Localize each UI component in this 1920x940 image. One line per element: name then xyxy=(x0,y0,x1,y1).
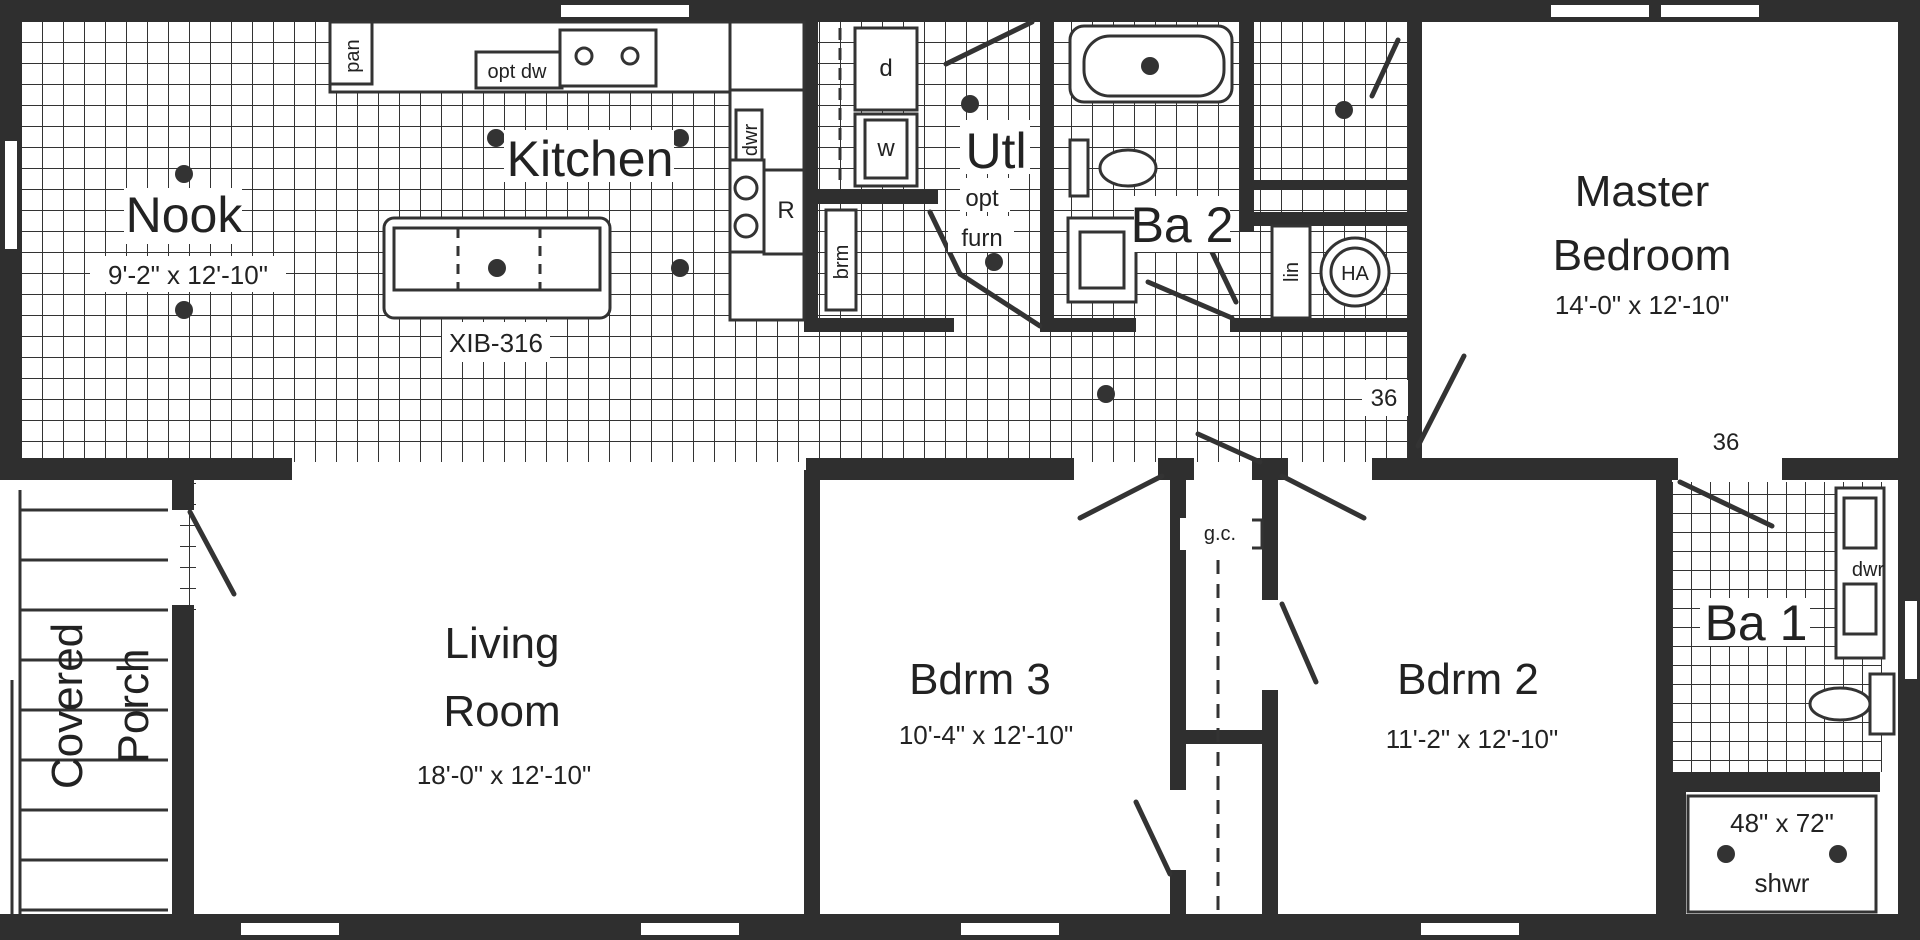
pantry-label: pan xyxy=(342,39,364,72)
porch-name-2: Porch xyxy=(109,649,158,764)
opt-dishwasher xyxy=(474,50,564,90)
master-hall-opening: 36 xyxy=(1371,385,1398,412)
bath2-name: Ba 2 xyxy=(1131,197,1234,253)
opt-dw-label: opt dw xyxy=(488,61,547,83)
pantry xyxy=(328,20,374,86)
dishwasher-label: dwr xyxy=(740,124,762,157)
kitchen-name: Kitchen xyxy=(507,131,674,187)
guest-closet-label: g.c. xyxy=(1204,523,1236,545)
nook-name: Nook xyxy=(126,187,244,243)
label-backgrounds xyxy=(90,120,1810,646)
bath1-fixtures xyxy=(1686,486,1896,914)
washer-label: w xyxy=(876,135,895,162)
dryer-label: d xyxy=(879,55,892,82)
water-heater-label: HA xyxy=(1341,263,1369,285)
refrigerator-label: R xyxy=(777,197,794,224)
living-name-1: Living xyxy=(445,619,560,668)
toilet xyxy=(1098,148,1158,188)
utility-note-opt: opt xyxy=(965,185,999,212)
shower-size-label: 48" x 72" xyxy=(1730,808,1834,838)
doors xyxy=(187,19,1775,877)
master-name-1: Master xyxy=(1575,167,1709,216)
porch-name-1: Covered xyxy=(43,623,92,789)
ceiling-lights xyxy=(175,95,1353,403)
master-name-2: Bedroom xyxy=(1553,231,1732,280)
broom-label: brm xyxy=(831,245,853,279)
linen-label: lin xyxy=(1281,262,1303,282)
dryer xyxy=(853,26,919,112)
carpet-areas xyxy=(8,22,1900,920)
refrigerator xyxy=(762,168,806,256)
living-name-2: Room xyxy=(443,687,560,736)
bath1-dwr-label: dwr xyxy=(1852,559,1885,581)
master-dim: 14'-0" x 12'-10" xyxy=(1555,290,1729,320)
kitchen-sink xyxy=(558,28,658,88)
master-bath-opening: 36 xyxy=(1713,429,1740,456)
bath1-name: Ba 1 xyxy=(1705,595,1808,651)
broom-closet xyxy=(824,208,858,312)
bdrm2-dim: 11'-2" x 12'-10" xyxy=(1386,724,1558,754)
kitchen-fixtures xyxy=(328,20,806,322)
bdrm2-name: Bdrm 2 xyxy=(1397,655,1539,704)
utility-fixtures xyxy=(824,26,919,312)
bath1-toilet xyxy=(1808,686,1872,722)
windows xyxy=(3,3,1919,937)
living-dim: 18'-0" x 12'-10" xyxy=(417,760,591,790)
nook-dim: 9'-2" x 12'-10" xyxy=(108,260,268,290)
utility-name: Utl xyxy=(965,123,1026,179)
bath2-fixtures xyxy=(1066,24,1391,320)
bdrm3-dim: 10'-4" x 12'-10" xyxy=(899,720,1073,750)
model-number: XIB-316 xyxy=(449,328,543,358)
utility-note-furn: furn xyxy=(961,225,1002,252)
shower-label: shwr xyxy=(1755,868,1810,898)
fixture-labels: pan opt dw dwr R d w brm lin HA g.c. dwr… xyxy=(342,39,1884,898)
bdrm3-name: Bdrm 3 xyxy=(909,655,1051,704)
linen-closet xyxy=(1270,224,1312,320)
room-labels: Nook 9'-2" x 12'-10" Kitchen XIB-316 Utl… xyxy=(43,123,1807,790)
porch-steps xyxy=(10,490,168,920)
